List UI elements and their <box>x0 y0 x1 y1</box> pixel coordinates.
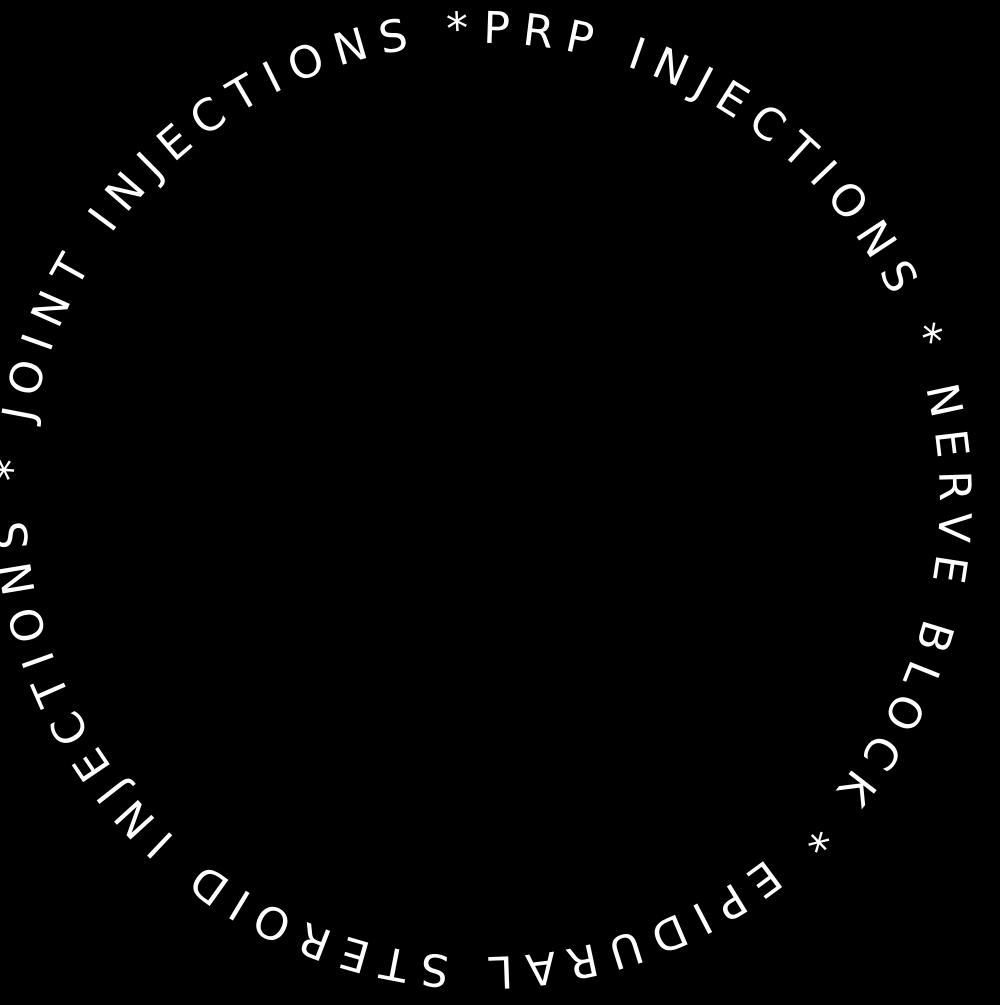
ring-text: PRP INJECTIONS * NERVE BLOCK * EPIDURAL … <box>0 3 980 997</box>
ring-text-path: PRP INJECTIONS * NERVE BLOCK * EPIDURAL … <box>0 3 977 997</box>
